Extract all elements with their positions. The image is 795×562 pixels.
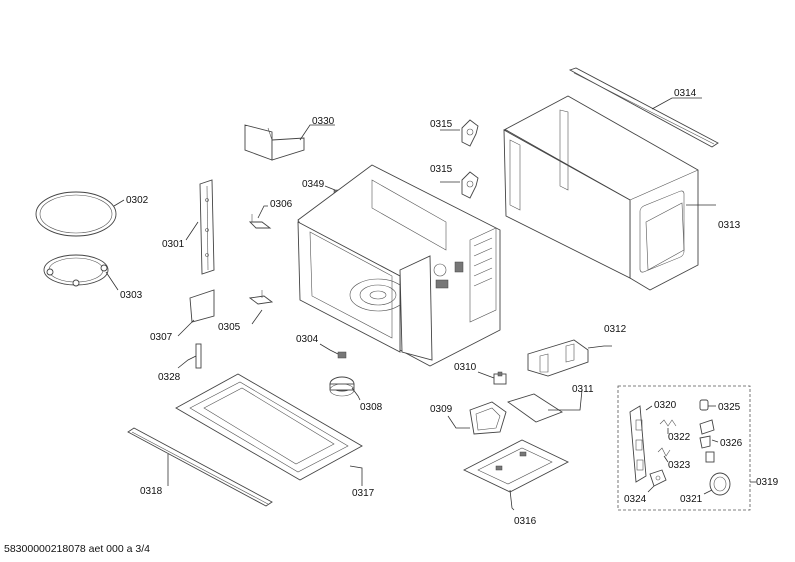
label-0324: 0324: [624, 494, 647, 505]
part-0306-clip: [248, 214, 272, 229]
part-0321-knob: [705, 451, 731, 496]
label-0317: 0317: [352, 488, 375, 499]
part-0324-bracket: [649, 469, 667, 487]
label-0321: 0321: [680, 494, 703, 505]
part-0328-rail: [195, 343, 202, 369]
part-0308-motor: [329, 376, 355, 397]
part-0326-lever: [699, 419, 715, 449]
label-0326: 0326: [720, 438, 743, 449]
part-0304-coupler: [337, 351, 347, 359]
part-0313-outer-casing: [503, 95, 699, 291]
part-0312-bracket: [527, 339, 589, 377]
label-0315-a: 0315: [430, 119, 453, 130]
label-0314: 0314: [674, 88, 697, 99]
label-0310: 0310: [454, 362, 477, 373]
part-0322-spring: [659, 419, 677, 427]
label-0322: 0322: [668, 432, 691, 443]
part-0330-bracket: [244, 124, 305, 161]
part-0307-cover-plate: [189, 289, 215, 323]
part-0303-roller-ring: [43, 254, 109, 287]
label-0325: 0325: [718, 402, 741, 413]
label-0311: 0311: [572, 384, 594, 395]
part-0311-insulation-sheet: [506, 393, 563, 423]
label-0316: 0316: [514, 516, 537, 527]
document-footer: 58300000218078 aet 000 a 3/4: [4, 543, 150, 555]
label-0320: 0320: [654, 400, 677, 411]
part-0305-clip: [248, 290, 274, 305]
part-0316-drip-tray: [462, 439, 570, 493]
label-0302: 0302: [126, 195, 149, 206]
part-0309-duct: [469, 401, 507, 435]
part-0314-top-strip: [568, 67, 719, 148]
label-0349: 0349: [302, 179, 325, 190]
label-0323: 0323: [668, 460, 691, 471]
label-0304: 0304: [296, 334, 319, 345]
label-0328: 0328: [158, 372, 181, 383]
part-0302-turntable-plate: [35, 191, 117, 237]
part-0318-front-bar: [127, 427, 273, 507]
label-0307: 0307: [150, 332, 173, 343]
label-0303: 0303: [120, 290, 143, 301]
part-0310-switch: [493, 371, 507, 385]
part-0315-clip-b: [461, 171, 479, 199]
label-0308: 0308: [360, 402, 383, 413]
label-0305: 0305: [218, 322, 241, 333]
group-0319-box: [617, 385, 751, 511]
label-0301: 0301: [162, 239, 185, 250]
part-oven-cavity-assembly: [297, 164, 501, 367]
label-0309: 0309: [430, 404, 453, 415]
part-0317-base-frame: [175, 373, 363, 481]
label-0318: 0318: [140, 486, 163, 497]
label-0306: 0306: [270, 199, 293, 210]
label-0319: 0319: [756, 477, 779, 488]
label-0313: 0313: [718, 220, 741, 231]
label-0315-b: 0315: [430, 164, 453, 175]
label-0330: 0330: [312, 116, 335, 127]
part-0323-spring: [657, 447, 671, 457]
part-0315-clip-a: [461, 119, 479, 147]
part-0320-control-panel-frame: [629, 405, 647, 483]
part-0301-side-rail: [199, 179, 215, 275]
part-0325-knob-clip: [699, 399, 709, 411]
label-0312: 0312: [604, 324, 627, 335]
